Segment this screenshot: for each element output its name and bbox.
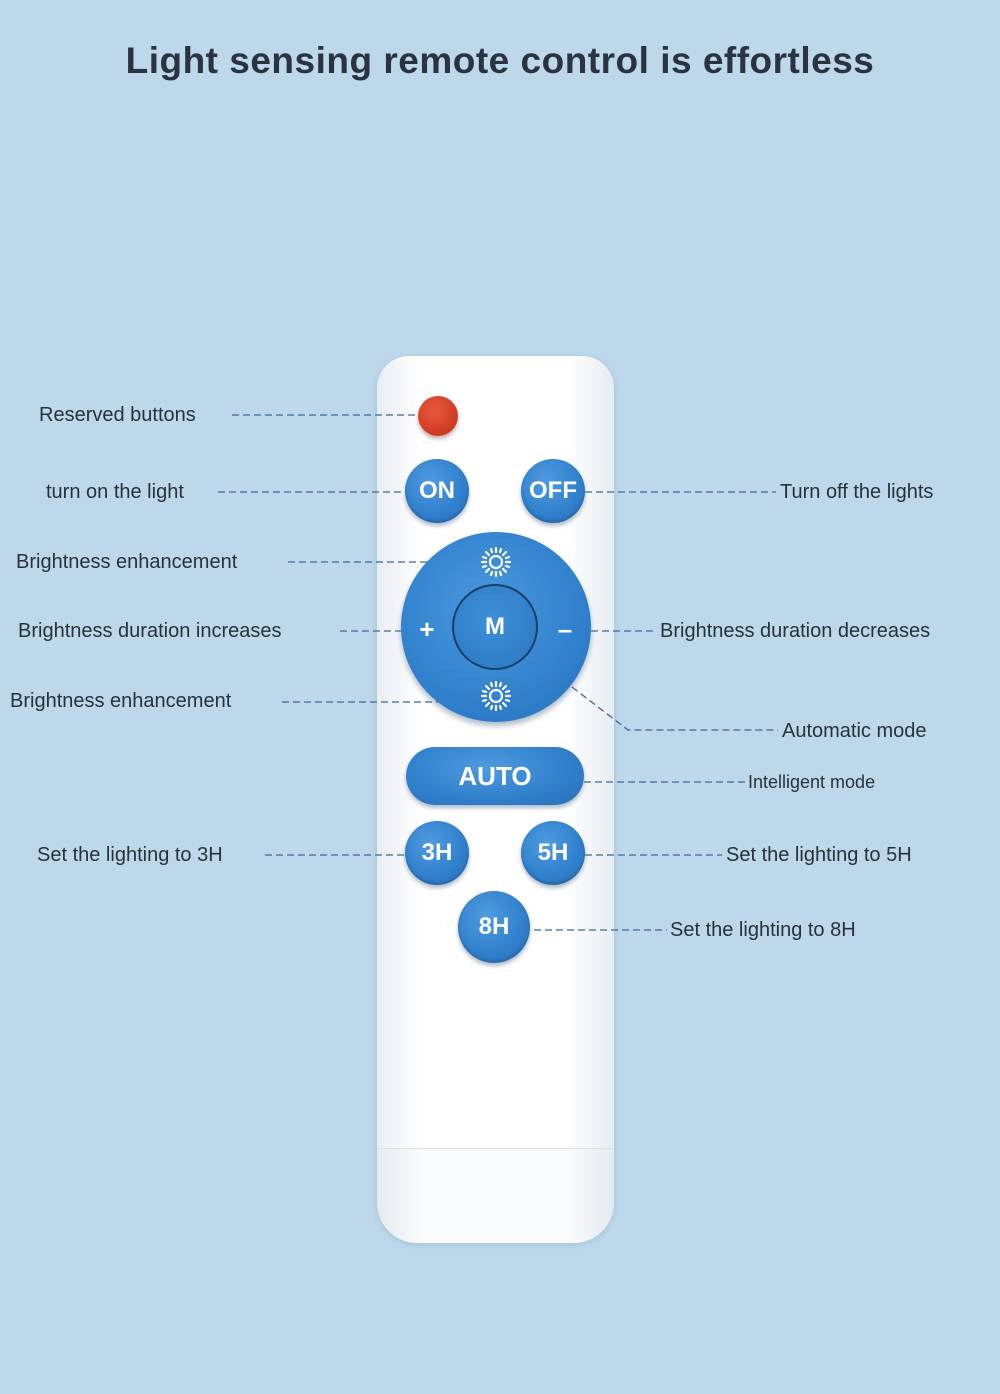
on-button[interactable]: ON — [405, 459, 469, 523]
remote-battery-cover — [377, 1148, 614, 1243]
off-button[interactable]: OFF — [521, 459, 585, 523]
label-intelligent-mode: Intelligent mode — [748, 772, 876, 792]
label-brightness-up: Brightness enhancement — [16, 551, 238, 573]
label-duration-increases: Brightness duration increases — [18, 620, 282, 642]
label-automatic-mode: Automatic mode — [782, 720, 927, 742]
auto-button[interactable]: AUTO — [406, 747, 584, 805]
brightness-down-button[interactable] — [476, 676, 516, 716]
timer-5h-button[interactable]: 5H — [521, 821, 585, 885]
label-brightness-down: Brightness enhancement — [10, 690, 232, 712]
leader-automatic-mode — [571, 686, 778, 731]
timer-3h-button[interactable]: 3H — [405, 821, 469, 885]
mode-button[interactable]: M — [452, 584, 538, 670]
label-duration-decreases: Brightness duration decreases — [660, 620, 931, 642]
reserved-button[interactable] — [418, 396, 458, 436]
label-turn-off: Turn off the lights — [780, 481, 934, 503]
duration-increase-button[interactable]: + — [419, 613, 435, 644]
page-title: Light sensing remote control is effortle… — [125, 40, 875, 81]
brightness-up-button[interactable] — [476, 542, 516, 582]
label-set-3h: Set the lighting to 3H — [37, 844, 223, 866]
label-turn-on: turn on the light — [46, 481, 184, 503]
label-reserved-buttons: Reserved buttons — [39, 404, 196, 426]
duration-decrease-button[interactable]: – — [557, 613, 573, 644]
timer-8h-button[interactable]: 8H — [458, 891, 530, 963]
sun-icon — [480, 680, 512, 712]
sun-icon — [480, 546, 512, 578]
label-set-8h: Set the lighting to 8H — [670, 919, 856, 941]
label-set-5h: Set the lighting to 5H — [726, 844, 912, 866]
